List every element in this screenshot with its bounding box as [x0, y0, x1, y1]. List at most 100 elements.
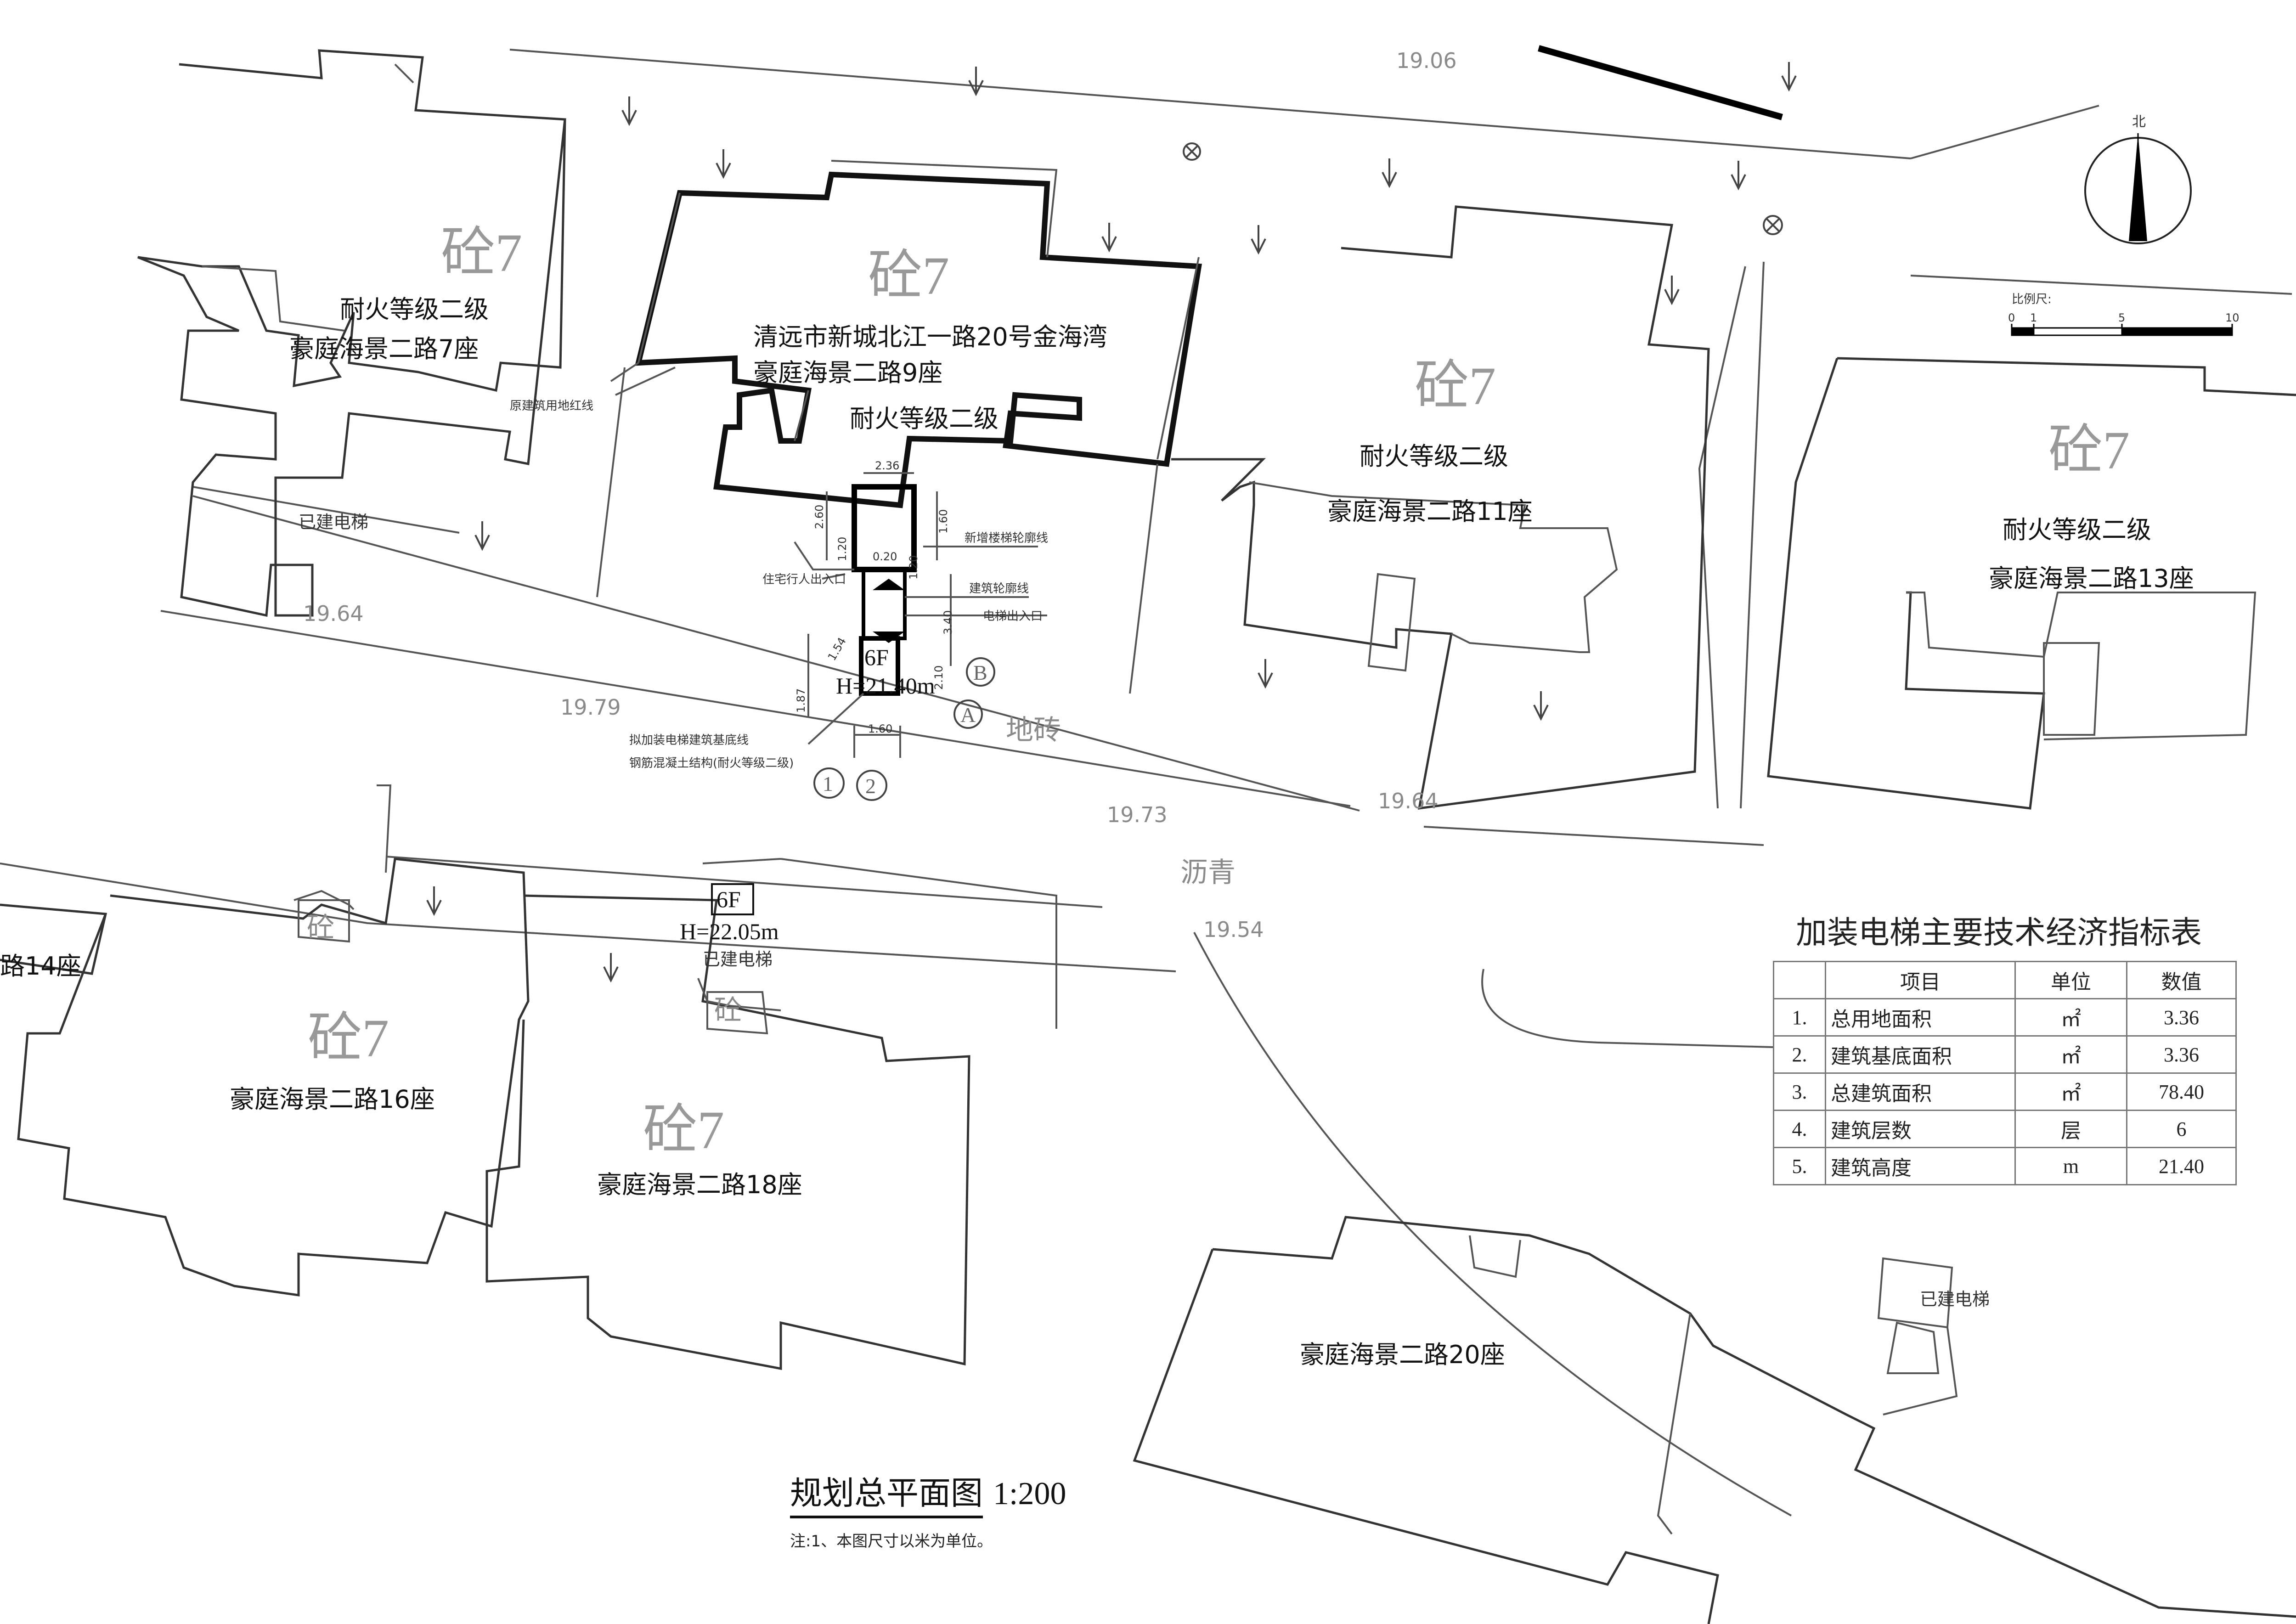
elevation-4: 19.73 — [1107, 802, 1168, 827]
ground-labels: 地砖 沥青 — [1006, 714, 1235, 889]
row-no: 1. — [1773, 998, 1826, 1037]
dimension-labels: 2.36 2.60 1.20 0.20 1.60 1.20 3.40 1.54 … — [795, 459, 954, 735]
scale-bar-label: 比例尺: — [2012, 293, 2052, 306]
compass-north: 北 — [2132, 114, 2146, 130]
bldg-11-material: 砼7 — [1415, 356, 1496, 416]
header-value: 数值 — [2126, 961, 2237, 999]
bldg-13-name: 豪庭海景二路13座 — [1989, 564, 2194, 593]
building-16-outline — [17, 784, 530, 1297]
resident-entrance-note: 住宅行人出入口 — [762, 573, 846, 586]
row-value: 78.40 — [2126, 1072, 2237, 1111]
table-row: 2. 建筑基底面积 ㎡ 3.36 — [1773, 1035, 2237, 1074]
row-value: 21.40 — [2126, 1147, 2237, 1185]
existing-block-height: H=22.05m — [680, 919, 779, 944]
drawing-title: 规划总平面图 — [790, 1467, 983, 1518]
dim-10: 1.87 — [795, 688, 807, 713]
row-no: 5. — [1773, 1147, 1826, 1185]
tree-symbols — [426, 62, 1797, 983]
row-unit: ㎡ — [2014, 1072, 2127, 1111]
dim-8: 1.54 — [825, 635, 849, 663]
tech-table-title: 加装电梯主要技术经济指标表 — [1796, 915, 2202, 951]
building-7-outline — [137, 49, 566, 617]
axis-2: 2 — [865, 774, 876, 798]
scale-bar — [2011, 324, 2233, 336]
row-no: 3. — [1773, 1072, 1826, 1111]
row-item: 建筑高度 — [1825, 1147, 2016, 1185]
dim-3: 1.20 — [836, 537, 849, 561]
new-stair-note: 新增楼梯轮廓线 — [965, 531, 1048, 545]
row-item: 总建筑面积 — [1825, 1072, 2016, 1111]
existing-elevator-1: 已建电梯 — [299, 512, 368, 532]
row-item: 建筑层数 — [1825, 1110, 2016, 1148]
elevator-labels: 已建电梯 已建电梯 已建电梯 6F H=21.40m 6F H=22.05m — [299, 512, 1990, 1309]
small-material-2: 砼 — [714, 995, 742, 1026]
dim-9: 2.10 — [932, 665, 945, 690]
table-row: 1. 总用地面积 ㎡ 3.36 — [1773, 998, 2237, 1037]
row-unit: 层 — [2014, 1110, 2127, 1148]
material-labels: 砼7 砼7 砼7 砼7 砼7 砼7 砼 砼 — [307, 223, 2130, 1160]
row-item: 建筑基底面积 — [1825, 1035, 2016, 1074]
elevation-6: 19.54 — [1203, 917, 1264, 942]
road-lines — [0, 45, 2292, 1517]
header-unit: 单位 — [2014, 961, 2127, 999]
elevator-entrance-note: 电梯出入口 — [983, 609, 1043, 623]
bldg-18-material: 砼7 — [643, 1100, 724, 1160]
elevation-labels: 19.06 19.64 19.79 19.73 19.64 19.54 — [303, 48, 1457, 942]
existing-block-floors: 6F — [716, 886, 741, 912]
table-row: 3. 总建筑面积 ㎡ 78.40 — [1773, 1072, 2237, 1111]
row-no: 2. — [1773, 1035, 1826, 1074]
drawing-footer: 规划总平面图 1:200 注:1、本图尺寸以米为单位。 — [790, 1467, 1066, 1551]
building-9-outline — [596, 160, 1202, 694]
tech-indicator-table: 项目 单位 数值 1. 总用地面积 ㎡ 3.36 2. 建筑基底面积 ㎡ 3.3… — [1773, 961, 2237, 1185]
bldg-7-fire: 耐火等级二级 — [340, 295, 489, 324]
elevation-2: 19.64 — [303, 601, 364, 626]
bldg-18-name: 豪庭海景二路18座 — [597, 1170, 802, 1199]
building-20-outline — [1133, 1216, 2296, 1624]
leader-lines — [615, 367, 1047, 745]
dim-11: 1.60 — [868, 722, 892, 735]
bldg-11-name: 豪庭海景二路11座 — [1327, 497, 1533, 526]
row-unit: m — [2014, 1147, 2127, 1185]
row-value: 3.36 — [2126, 998, 2237, 1037]
dim-2: 2.60 — [813, 505, 826, 529]
new-elevator-shaft — [794, 484, 917, 696]
red-line-note: 原建筑用地红线 — [510, 399, 593, 413]
new-elevator-floors: 6F — [864, 644, 889, 670]
bldg-20-name: 豪庭海景二路20座 — [1300, 1340, 1505, 1369]
scale-tick-0: 0 — [2008, 311, 2015, 324]
elevation-3: 19.79 — [560, 695, 621, 720]
building-14-outline — [0, 903, 107, 975]
row-unit: ㎡ — [2014, 1035, 2127, 1074]
row-item: 总用地面积 — [1825, 998, 2016, 1037]
header-no — [1773, 961, 1826, 999]
row-no: 4. — [1773, 1110, 1826, 1148]
table-row: 5. 建筑高度 m 21.40 — [1773, 1147, 2237, 1185]
bldg-9-material: 砼7 — [868, 246, 949, 306]
axis-markers — [813, 657, 995, 801]
building-13-outline — [1767, 357, 2296, 810]
north-arrow-icon — [2084, 133, 2192, 244]
existing-elevator-3: 已建电梯 — [1920, 1289, 1990, 1309]
elevation-5: 19.64 — [1378, 789, 1439, 813]
asphalt-label: 沥青 — [1180, 857, 1235, 889]
bldg-7-material: 砼7 — [441, 223, 522, 283]
dimension-lines — [807, 472, 952, 758]
axis-a: A — [960, 703, 976, 727]
bldg-13-material: 砼7 — [2048, 420, 2130, 480]
header-item: 项目 — [1825, 961, 2016, 999]
table-row: 4. 建筑层数 层 6 — [1773, 1110, 2237, 1148]
dim-4: 0.20 — [873, 550, 897, 563]
legend-labels: 北 比例尺: 0 1 5 10 — [2008, 114, 2240, 324]
row-unit: ㎡ — [2014, 998, 2127, 1037]
bldg-9-fire: 耐火等级二级 — [850, 404, 999, 433]
manhole-symbols — [1183, 142, 1783, 235]
existing-elevator-2: 已建电梯 — [703, 949, 773, 970]
bldg-11-fire: 耐火等级二级 — [1360, 442, 1508, 471]
dim-6: 1.20 — [907, 555, 920, 580]
new-elevator-height: H=21.40m — [836, 673, 935, 699]
bldg-14-name: 路14座 — [0, 952, 81, 981]
bldg-9-address: 清远市新城北江一路20号金海湾 — [753, 322, 1107, 351]
bldg-16-material: 砼7 — [308, 1008, 389, 1068]
axis-labels: A B 1 2 — [823, 661, 987, 798]
